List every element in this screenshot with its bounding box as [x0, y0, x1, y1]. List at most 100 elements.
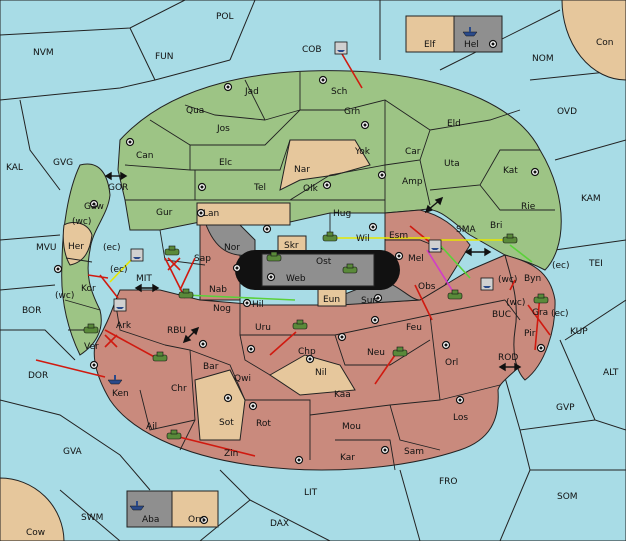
- label-orl: Orl: [445, 358, 458, 368]
- label-coast-ec: (ec): [110, 265, 128, 275]
- province-border: [419, 159, 431, 206]
- label-coast-wc: (wc): [55, 291, 74, 301]
- army-icon: [502, 233, 518, 244]
- sea-border: [0, 329, 76, 361]
- label-neu: Neu: [367, 348, 385, 358]
- label-qwi: Qwi: [234, 374, 251, 384]
- move-arrow: [104, 329, 161, 361]
- province-border: [65, 257, 93, 263]
- sea-border: [554, 239, 626, 251]
- army-icon: [447, 289, 463, 300]
- province-border: [139, 389, 196, 431]
- label-rot: Rot: [256, 419, 271, 429]
- label-gva: GVA: [63, 447, 83, 457]
- label-qua: Qua: [186, 106, 204, 116]
- province-border: [479, 184, 555, 211]
- army-icon: [178, 288, 194, 299]
- label-dax: DAX: [270, 519, 289, 529]
- move-arrow: [374, 354, 396, 385]
- move-arrow: [179, 257, 196, 291]
- label-nar: Nar: [294, 165, 310, 175]
- label-sam: Sam: [404, 447, 424, 457]
- label-dor: DOR: [28, 371, 48, 381]
- province-borders: [64, 72, 555, 471]
- label-skr: Skr: [284, 241, 299, 251]
- province-border: [334, 334, 431, 366]
- army-icon: [164, 245, 180, 256]
- region-orn: [171, 490, 219, 528]
- cancel-mark: [104, 334, 118, 348]
- region-con: [561, 0, 626, 81]
- move-arrow: [439, 244, 471, 279]
- army-icon: [322, 231, 338, 242]
- label-kaa: Kaa: [334, 390, 351, 400]
- label-nvm: NVM: [33, 48, 54, 58]
- label-eun: Eun: [323, 295, 340, 305]
- province-border: [190, 139, 291, 171]
- label-byn: Byn: [524, 274, 541, 284]
- label-buc: BUC: [492, 310, 511, 320]
- move-arrow: [509, 244, 533, 263]
- label-kor: Kor: [81, 284, 96, 294]
- move-arrow: [99, 274, 119, 299]
- label-hug: Hug: [333, 209, 351, 219]
- army-icon: [166, 429, 182, 440]
- fleet-icon: [462, 27, 478, 37]
- label-sap: Sap: [194, 254, 211, 264]
- label-chp: Chp: [298, 347, 316, 357]
- sea-border: [19, 99, 61, 191]
- label-esm: Esm: [389, 231, 408, 241]
- passage-arrow-mit: [134, 283, 160, 293]
- cancelled-marks: [104, 257, 181, 348]
- label-nab: Nab: [209, 285, 227, 295]
- label-gaw: Gaw: [84, 202, 104, 212]
- sea-border: [0, 234, 61, 241]
- fleet-icon: [129, 501, 145, 511]
- label-ken: Ken: [112, 389, 129, 399]
- red-labels: Nab Mel Obs Hil Nog Sun Ark Uru Feu Gra …: [112, 254, 548, 463]
- label-nor: Nor: [224, 243, 240, 253]
- sea-border: [249, 499, 331, 541]
- label-kar: Kar: [340, 453, 355, 463]
- label-web: Web: [286, 274, 306, 284]
- sea-border: [0, 284, 56, 291]
- army-icon: [83, 323, 99, 334]
- label-zin: Zin: [224, 449, 238, 459]
- label-olk: Olk: [303, 184, 319, 194]
- label-can: Can: [136, 151, 154, 161]
- label-con: Con: [596, 38, 614, 48]
- label-ver: Ver: [84, 342, 99, 352]
- label-hil: Hil: [252, 300, 264, 310]
- label-lit: LIT: [304, 488, 318, 498]
- province-border: [164, 344, 196, 451]
- region-her: [62, 222, 93, 266]
- move-arrow: [35, 359, 106, 378]
- label-sch: Sch: [331, 87, 347, 97]
- army-icon: [392, 346, 408, 357]
- move-arrow: [87, 274, 109, 279]
- green-labels: Jad Sch Qua Grh Jos Eld Can Yok Car Uta …: [81, 87, 541, 352]
- label-kup: KUP: [570, 327, 588, 337]
- label-aba: Aba: [142, 515, 159, 525]
- label-wil: Wil: [356, 234, 370, 244]
- move-arrow: [414, 284, 433, 321]
- label-nil: Nil: [315, 368, 327, 378]
- passage-arrow-sma: [424, 196, 444, 214]
- supply-centres: [53, 39, 546, 525]
- label-orn: Orn: [188, 515, 204, 525]
- region-nar: [279, 139, 371, 191]
- label-gor: GOR: [108, 183, 128, 193]
- move-arrow: [509, 279, 516, 291]
- label-uru: Uru: [255, 323, 271, 333]
- fleet-icon: [130, 248, 144, 262]
- label-grh: Grh: [344, 107, 360, 117]
- units: [83, 27, 549, 511]
- label-mvu: MVU: [36, 243, 57, 253]
- label-eld: Eld: [447, 119, 461, 129]
- label-rod: ROD: [498, 353, 518, 363]
- label-sot: Sot: [219, 418, 234, 428]
- label-sma: SMA: [456, 225, 476, 235]
- label-jad: Jad: [244, 87, 259, 97]
- label-her: Her: [68, 242, 84, 252]
- label-gvp: GVP: [556, 403, 575, 413]
